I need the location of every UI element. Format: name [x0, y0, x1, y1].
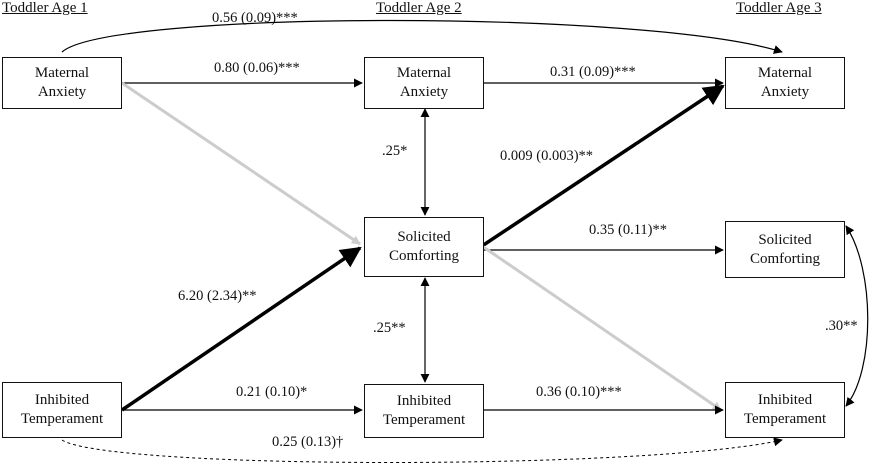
box-maternal-anxiety-age1: Maternal Anxiety — [2, 57, 122, 109]
box-label-line1: Inhibited — [34, 392, 90, 408]
arrow-sc3-it3 — [845, 225, 869, 407]
box-inhibited-temperament-age2: Inhibited Temperament — [364, 384, 484, 438]
box-label-line1: Solicited — [397, 229, 451, 245]
coef-it1-it3: 0.25 (0.13)† — [272, 434, 344, 450]
box-inhibited-temperament-age1: Inhibited Temperament — [2, 382, 122, 438]
arrow-it1-sc2 — [121, 246, 362, 412]
box-label-line2: Anxiety — [37, 84, 87, 100]
coef-ma1-ma3: 0.56 (0.09)*** — [212, 10, 298, 26]
header-toddler-age-2: Toddler Age 2 — [376, 0, 462, 16]
coef-sc2-ma3: 0.009 (0.003)** — [500, 148, 594, 164]
box-solicited-comforting-age2: Solicited Comforting — [364, 217, 484, 277]
box-inhibited-temperament-age3: Inhibited Temperament — [725, 382, 845, 438]
box-maternal-anxiety-age2: Maternal Anxiety — [364, 57, 484, 109]
box-label-line1: Inhibited — [757, 392, 813, 408]
coef-ma2-ma3: 0.31 (0.09)*** — [550, 64, 636, 80]
arrow-sc2-it3 — [481, 244, 722, 412]
box-label-line2: Comforting — [750, 250, 820, 267]
box-label-line2: Anxiety — [760, 84, 810, 100]
box-label-line1: Maternal — [34, 65, 90, 81]
coef-ma2-sc2: .25* — [382, 143, 408, 159]
box-label-line2: Temperament — [20, 411, 104, 427]
coef-it2-it3: 0.36 (0.10)*** — [536, 384, 622, 400]
coef-it1-sc2: 6.20 (2.34)** — [178, 288, 257, 304]
coef-it1-it2: 0.21 (0.10)* — [236, 384, 308, 400]
box-solicited-comforting-age3: Solicited Comforting — [725, 221, 845, 278]
arrow-ma1-sc2 — [121, 81, 361, 246]
arrow-ma1-ma3 — [61, 19, 783, 54]
coef-sc2-it2: .25** — [373, 320, 406, 336]
box-label-line2: Temperament — [382, 412, 466, 428]
box-label-line2: Temperament — [743, 411, 827, 427]
coef-sc2-sc3: 0.35 (0.11)** — [589, 222, 667, 238]
box-maternal-anxiety-age3: Maternal Anxiety — [725, 57, 845, 109]
box-label-line1: Maternal — [396, 65, 452, 81]
header-toddler-age-3: Toddler Age 3 — [736, 0, 822, 16]
coef-sc3-it3: .30** — [825, 318, 858, 334]
coef-ma1-ma2: 0.80 (0.06)*** — [214, 60, 300, 76]
box-label-line1: Maternal — [757, 65, 813, 81]
arrow-sc2-ma3 — [481, 84, 725, 248]
box-label-line2: Anxiety — [399, 84, 449, 100]
box-label-line2: Comforting — [389, 248, 459, 264]
header-toddler-age-1: Toddler Age 1 — [2, 0, 88, 16]
box-label-line1: Inhibited — [396, 393, 452, 409]
arrow-it1-it3 — [61, 437, 783, 463]
box-label-line1: Solicited — [758, 231, 812, 248]
